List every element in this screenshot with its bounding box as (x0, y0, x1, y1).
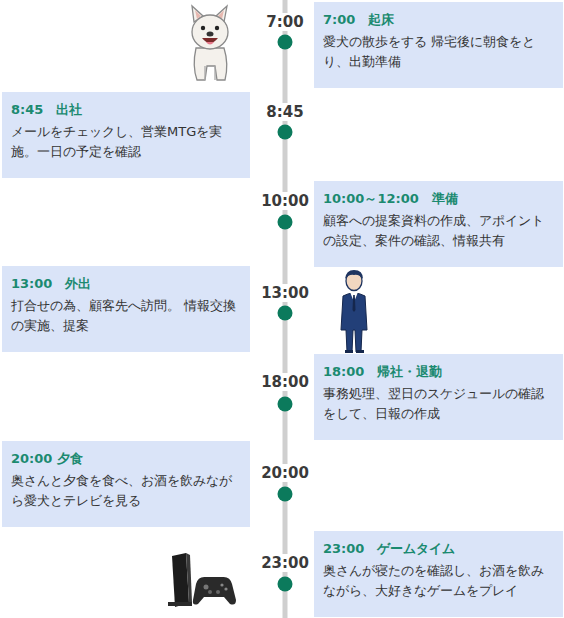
schedule-box: 7:00 起床愛犬の散歩をする 帰宅後に朝食をとり、出勤準備 (314, 2, 563, 88)
schedule-box: 10:00～12:00 準備顧客への提案資料の作成、アポイントの設定、案件の確認… (314, 181, 563, 267)
time-heading: 13:00 外出 (11, 275, 240, 293)
schedule-box: 20:00 夕食奥さんと夕食を食べ、お酒を飲みながら愛犬とテレビを見る (2, 441, 250, 527)
time-label: 8:45 (264, 103, 305, 121)
activity-text: 打合せの為、顧客先へ訪問。 情報交換の実施、提案 (11, 296, 240, 336)
activity-text: メールをチェックし、営業MTGを実施。一日の予定を確認 (11, 122, 240, 162)
time-label: 18:00 (259, 373, 311, 391)
time-label: 20:00 (259, 464, 311, 482)
schedule-box: 18:00 帰社・退勤事務処理、翌日のスケジュールの確認をして、日報の作成 (314, 354, 563, 440)
time-heading: 23:00 ゲームタイム (323, 540, 553, 558)
time-label: 7:00 (264, 13, 305, 31)
time-heading: 18:00 帰社・退勤 (323, 363, 553, 381)
activity-text: 奥さんが寝たのを確認し、お酒を飲みながら、大好きなゲームをプレイ (323, 561, 553, 601)
activity-text: 奥さんと夕食を食べ、お酒を飲みながら愛犬とテレビを見る (11, 471, 240, 511)
schedule-box: 23:00 ゲームタイム奥さんが寝たのを確認し、お酒を飲みながら、大好きなゲーム… (314, 531, 563, 617)
time-label: 13:00 (259, 284, 311, 302)
time-heading: 8:45 出社 (11, 101, 240, 119)
time-heading: 10:00～12:00 準備 (323, 190, 553, 208)
businessman-illustration (341, 270, 367, 353)
time-label: 23:00 (259, 554, 311, 572)
dog-illustration (192, 6, 228, 80)
time-heading: 20:00 夕食 (11, 450, 240, 468)
schedule-box: 8:45 出社メールをチェックし、営業MTGを実施。一日の予定を確認 (2, 92, 250, 178)
game-console-illustration (168, 553, 236, 607)
schedule-box: 13:00 外出打合せの為、顧客先へ訪問。 情報交換の実施、提案 (2, 266, 250, 352)
time-label: 10:00 (259, 192, 311, 210)
activity-text: 愛犬の散歩をする 帰宅後に朝食をとり、出勤準備 (323, 32, 553, 72)
activity-text: 事務処理、翌日のスケジュールの確認をして、日報の作成 (323, 384, 553, 424)
time-heading: 7:00 起床 (323, 11, 553, 29)
activity-text: 顧客への提案資料の作成、アポイントの設定、案件の確認、情報共有 (323, 211, 553, 251)
